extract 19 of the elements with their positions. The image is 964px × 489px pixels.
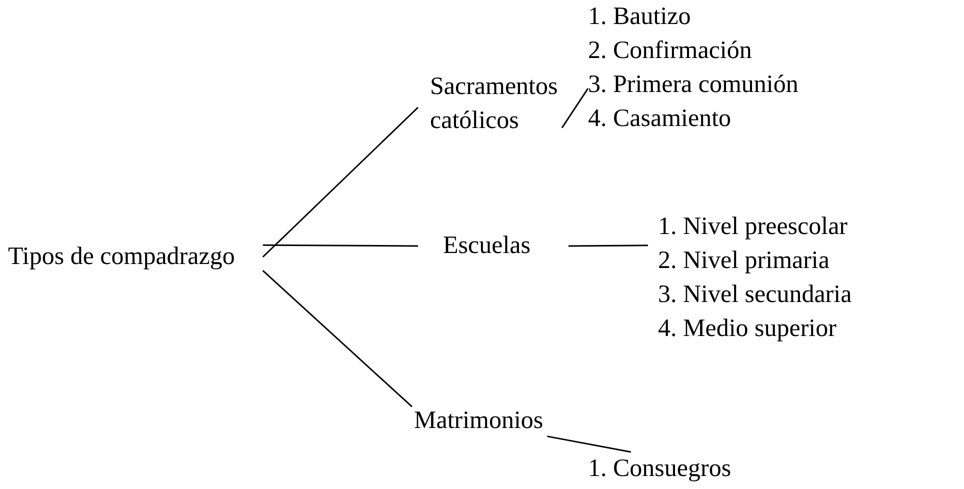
category-label: Matrimonios — [412, 404, 548, 438]
connector-line — [262, 244, 418, 247]
list-item: 1. Consuegros — [588, 452, 732, 486]
category-label: Sacramentos católicos — [418, 70, 562, 138]
connector-line — [568, 244, 648, 247]
connector-line — [561, 88, 589, 128]
connector-line — [262, 106, 419, 258]
category-label: Tipos de compadrazgo — [8, 240, 263, 274]
list-item: 3. Primera comunión — [588, 70, 798, 100]
connector-line — [262, 270, 412, 408]
list-item: 3. Nivel secundaria — [658, 280, 852, 310]
list-item: 4. Casamiento — [588, 104, 732, 134]
connector-line — [547, 436, 632, 453]
list-item: 4. Medio superior — [658, 314, 838, 344]
list-item: 1. Nivel preescolar — [658, 212, 849, 242]
list-item: 2. Confirmación — [588, 36, 753, 66]
category-label: Escuelas — [418, 229, 568, 263]
list-item: 1. Bautizo — [588, 2, 692, 32]
list-item: 2. Nivel primaria — [658, 246, 830, 276]
